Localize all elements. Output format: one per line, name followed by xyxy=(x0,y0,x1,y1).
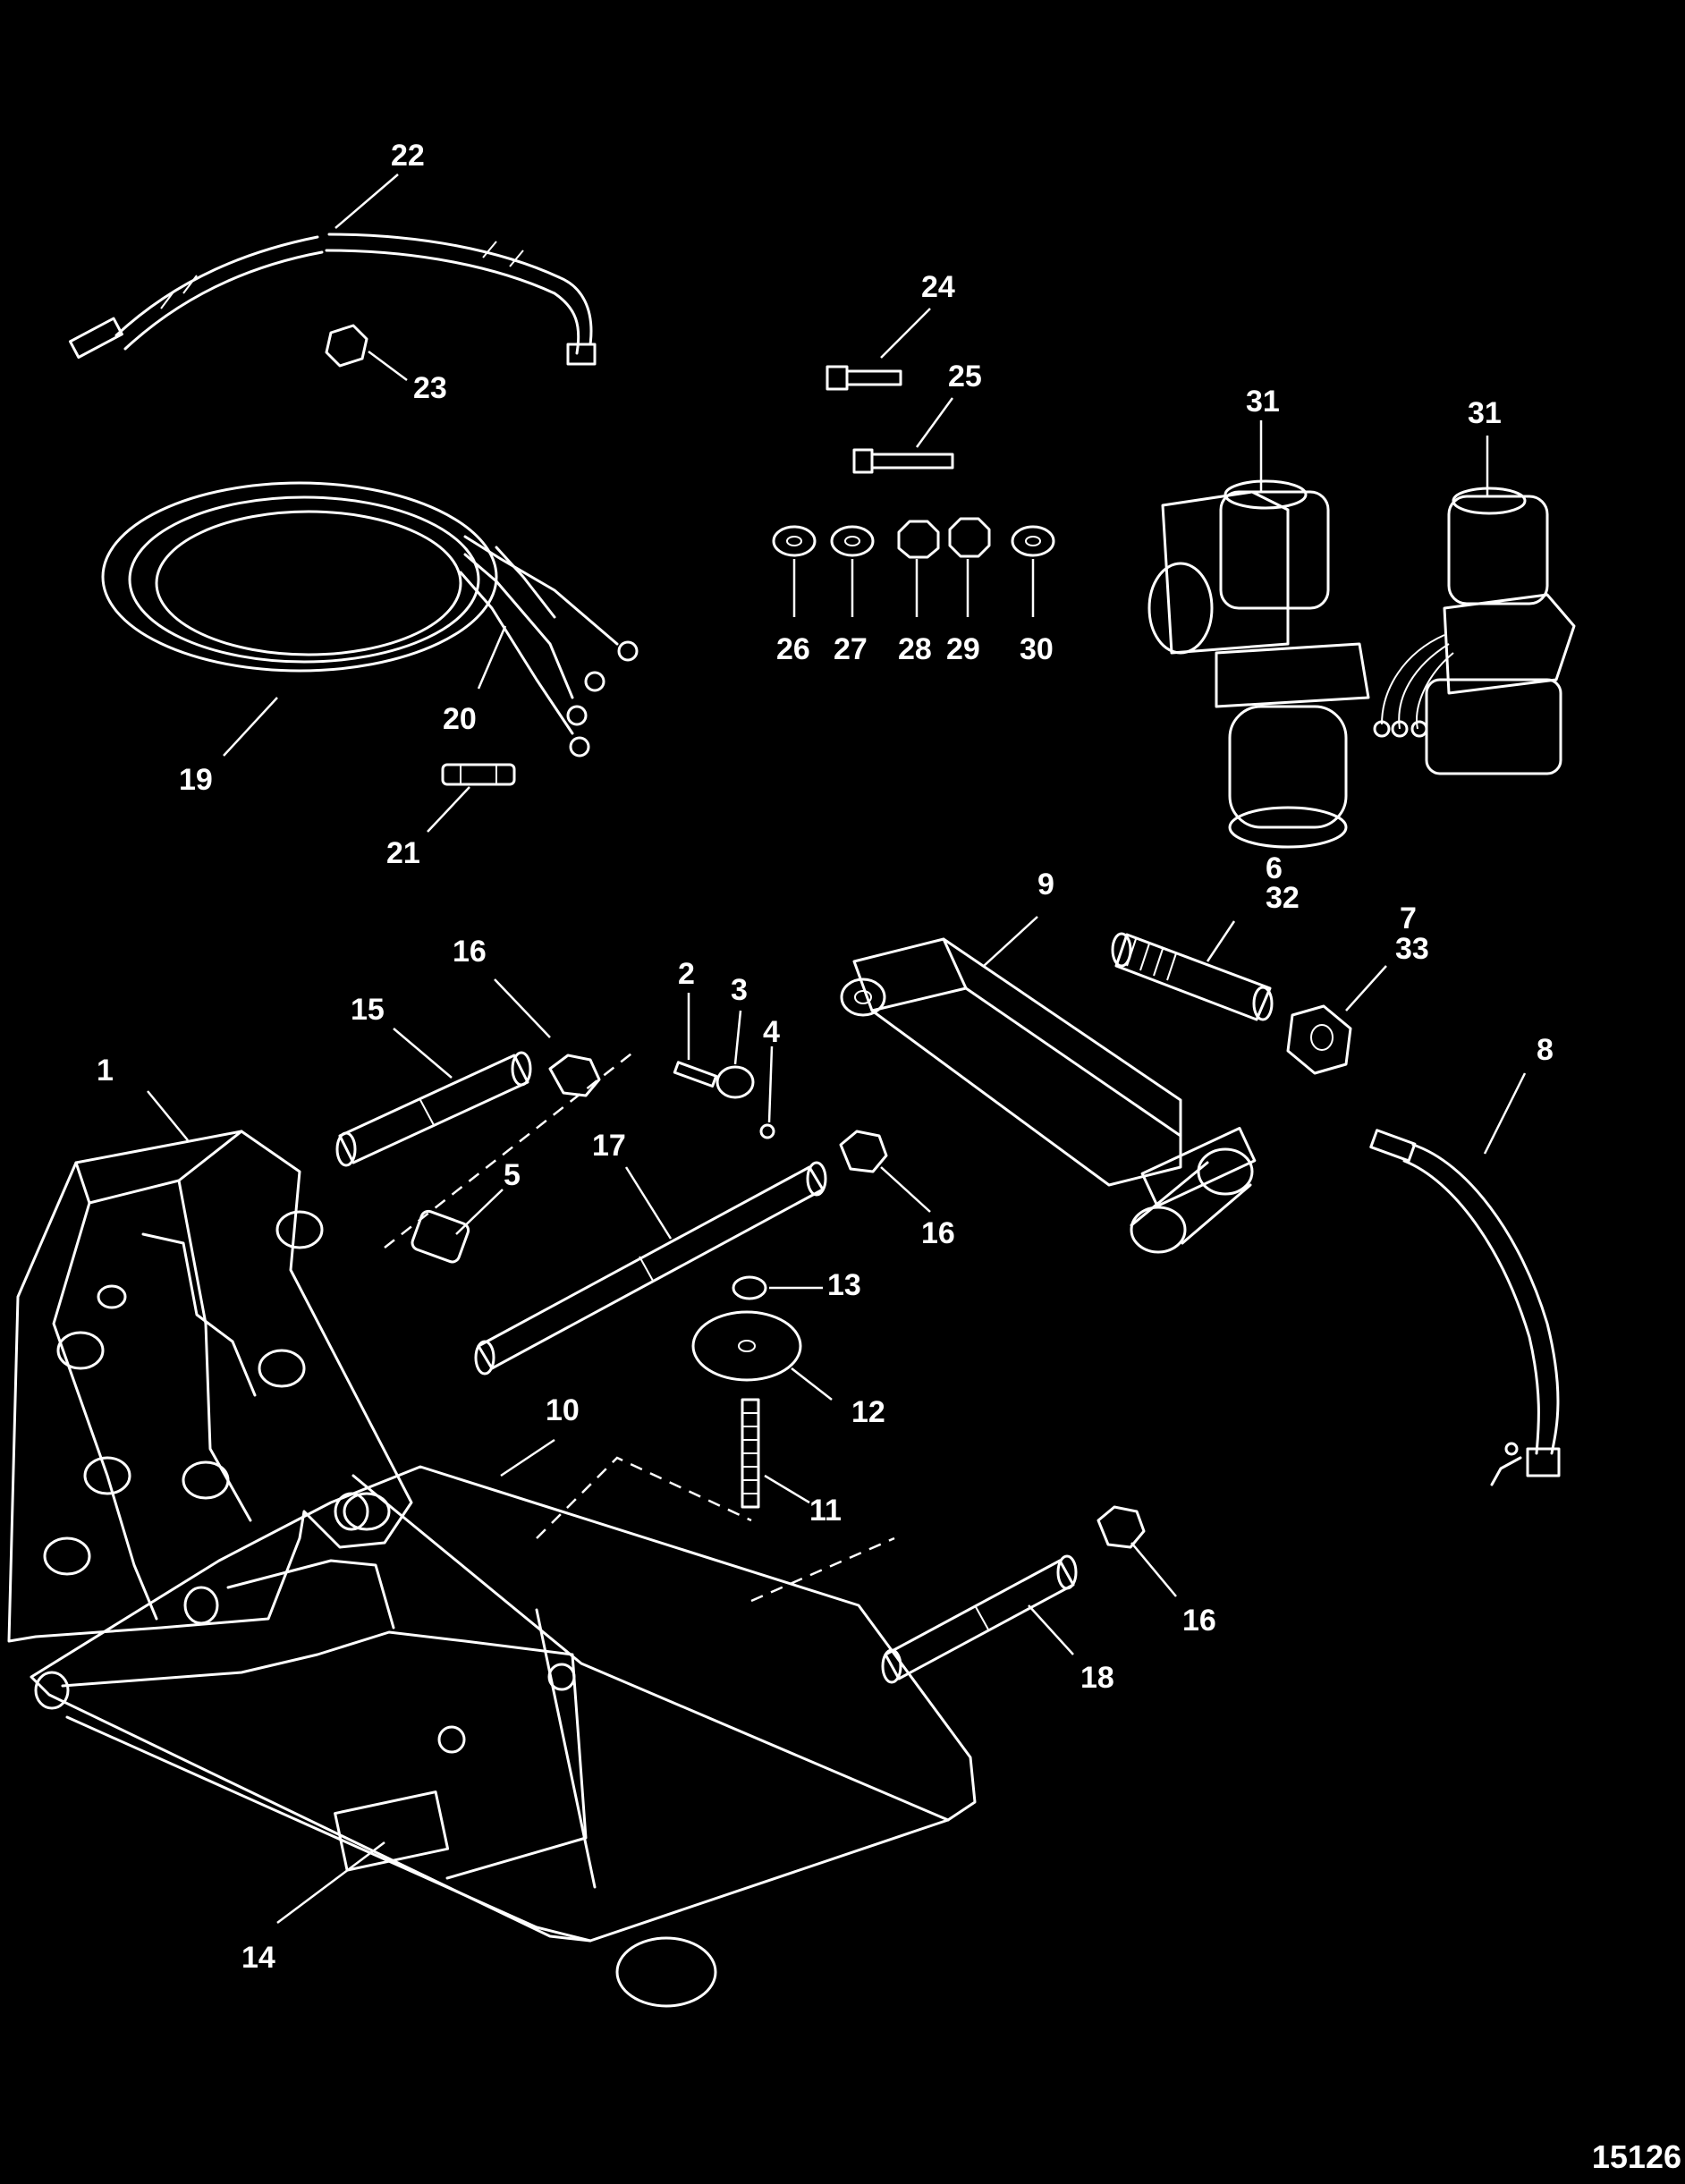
washers-nuts-26-30 xyxy=(772,517,1055,559)
callout-23: 23 xyxy=(413,371,447,405)
pin-15 xyxy=(335,1051,532,1167)
callout-15: 15 xyxy=(351,993,385,1027)
callout-33: 33 xyxy=(1395,932,1429,966)
bracket-1 xyxy=(7,1130,413,1643)
callout-16-b: 16 xyxy=(921,1216,955,1250)
pin-18 xyxy=(881,1554,1078,1684)
callout-6: 6 xyxy=(1266,851,1283,885)
screw-2 xyxy=(673,1061,718,1088)
callout-25: 25 xyxy=(948,360,982,394)
callout-2: 2 xyxy=(678,957,695,991)
nut-16-a xyxy=(548,1054,601,1097)
pump-unit-31-left xyxy=(1147,479,1370,849)
callout-17: 17 xyxy=(592,1129,626,1163)
bolt-24 xyxy=(826,365,902,391)
stud-11 xyxy=(741,1398,760,1509)
callout-32: 32 xyxy=(1266,881,1300,915)
callout-28: 28 xyxy=(898,632,932,666)
figure-id: 15126 xyxy=(1591,2138,1681,2175)
washer-12 xyxy=(691,1310,802,1382)
washer-3 xyxy=(715,1065,755,1099)
callout-12: 12 xyxy=(851,1395,885,1429)
callout-22: 22 xyxy=(391,139,425,173)
fitting-23 xyxy=(325,324,368,368)
callout-14: 14 xyxy=(241,1941,275,1975)
decal-14 xyxy=(334,1790,450,1872)
callout-21: 21 xyxy=(386,836,420,870)
fitting-6-32 xyxy=(1111,932,1274,1021)
callout-4: 4 xyxy=(763,1015,780,1049)
actuator-9 xyxy=(840,937,1257,1254)
callout-8: 8 xyxy=(1537,1033,1554,1067)
nut-13 xyxy=(732,1275,767,1300)
callout-13: 13 xyxy=(827,1268,861,1302)
callout-18: 18 xyxy=(1080,1661,1114,1695)
fuse-21 xyxy=(441,763,516,786)
pump-unit-31-right xyxy=(1373,487,1576,775)
callout-31-left: 31 xyxy=(1246,385,1280,419)
nut-16-c xyxy=(1097,1505,1146,1549)
nut-7-33 xyxy=(1286,1004,1352,1075)
nut-16-b xyxy=(839,1130,888,1173)
callout-30: 30 xyxy=(1020,632,1054,666)
callout-5: 5 xyxy=(504,1158,521,1192)
hose-8 xyxy=(1369,1129,1561,1486)
callout-3: 3 xyxy=(731,973,748,1007)
bolt-25 xyxy=(852,448,954,474)
bushing-5 xyxy=(411,1209,470,1264)
callout-10: 10 xyxy=(546,1393,580,1427)
leader-lines xyxy=(147,174,1527,1924)
callout-11: 11 xyxy=(809,1494,842,1528)
trim-plate-10 xyxy=(30,1465,977,2008)
pin-17 xyxy=(474,1161,827,1376)
callout-31-right: 31 xyxy=(1468,396,1502,430)
nut-4 xyxy=(759,1123,775,1139)
callout-20: 20 xyxy=(443,702,477,736)
callout-7: 7 xyxy=(1400,902,1417,935)
callout-16-c: 16 xyxy=(1182,1604,1216,1638)
callout-9: 9 xyxy=(1037,868,1054,902)
harness-19 xyxy=(101,481,639,758)
callout-labels: 22 23 24 25 26 27 28 29 30 31 31 19 20 2… xyxy=(97,139,1554,1975)
callout-19: 19 xyxy=(179,763,213,797)
callout-24: 24 xyxy=(921,270,955,304)
callout-1: 1 xyxy=(97,1054,114,1088)
callout-26: 26 xyxy=(776,632,810,666)
callout-16-a: 16 xyxy=(453,935,487,969)
hose-assembly-22 xyxy=(68,233,597,366)
callout-29: 29 xyxy=(946,632,980,666)
callout-27: 27 xyxy=(834,632,868,666)
